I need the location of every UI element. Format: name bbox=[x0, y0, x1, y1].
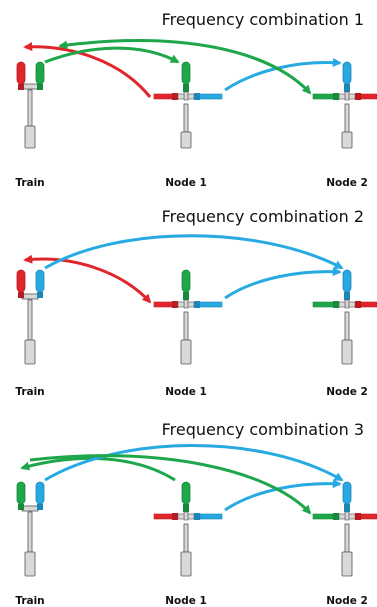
train-antenna-red bbox=[16, 61, 26, 90]
train-device bbox=[16, 481, 45, 577]
link-blue-node1-node2 bbox=[224, 57, 342, 92]
node-1-antenna-left-red bbox=[153, 513, 185, 520]
node-2-antenna-vertical-blue bbox=[342, 61, 352, 101]
node-2-antenna-left-green bbox=[312, 93, 346, 100]
label-node-1: Node 1 bbox=[165, 386, 207, 398]
label-node-1: Node 1 bbox=[165, 177, 207, 189]
link-blue-train-node2 bbox=[44, 234, 344, 270]
panel-1: Frequency combination 1 bbox=[15, 10, 377, 189]
node-1-device bbox=[153, 269, 223, 365]
node-2-antenna-left-green bbox=[312, 513, 346, 520]
node-1-antenna-right-blue bbox=[187, 301, 223, 308]
panel-title: Frequency combination 2 bbox=[162, 207, 364, 226]
label-train: Train bbox=[15, 177, 44, 189]
link-blue-train-node2 bbox=[44, 444, 344, 482]
label-node-2: Node 2 bbox=[326, 386, 368, 398]
node-2-antenna-right-red bbox=[348, 513, 377, 520]
node-1-antenna-vertical-green bbox=[181, 269, 191, 309]
train-antenna-blue bbox=[35, 481, 45, 510]
panel-title: Frequency combination 1 bbox=[162, 10, 364, 29]
node-2-device bbox=[312, 481, 377, 577]
node-2-antenna-left-green bbox=[312, 301, 346, 308]
train-antenna-red bbox=[16, 269, 26, 298]
node-1-device bbox=[153, 481, 223, 577]
node-2-device bbox=[312, 61, 377, 149]
train-antenna-blue bbox=[35, 269, 45, 298]
link-red-node1-train bbox=[23, 254, 152, 304]
panel-3: Frequency combination 3 bbox=[15, 420, 377, 607]
train-antenna-green bbox=[16, 481, 26, 510]
node-1-antenna-vertical-green bbox=[181, 481, 191, 521]
node-1-antenna-left-red bbox=[153, 93, 185, 100]
link-blue-node1-node2 bbox=[224, 267, 342, 300]
node-1-antenna-right-blue bbox=[187, 93, 223, 100]
link-green-node1-train bbox=[20, 456, 176, 482]
node-2-antenna-right-red bbox=[348, 93, 377, 100]
link-blue-node1-node2 bbox=[224, 479, 342, 512]
label-node-2: Node 2 bbox=[326, 595, 368, 607]
panel-2: Frequency combination 2 bbox=[15, 207, 377, 398]
train-antenna-green bbox=[35, 61, 45, 90]
node-1-antenna-left-red bbox=[153, 301, 185, 308]
node-2-antenna-right-red bbox=[348, 301, 377, 308]
node-2-device bbox=[312, 269, 377, 365]
node-1-antenna-right-blue bbox=[187, 513, 223, 520]
label-train: Train bbox=[15, 386, 44, 398]
train-device bbox=[16, 269, 45, 365]
link-green-node2-train bbox=[29, 454, 312, 515]
panel-title: Frequency combination 3 bbox=[162, 420, 364, 439]
label-node-1: Node 1 bbox=[165, 595, 207, 607]
label-node-2: Node 2 bbox=[326, 177, 368, 189]
node-2-antenna-vertical-blue bbox=[342, 481, 352, 521]
train-device bbox=[16, 61, 45, 149]
label-train: Train bbox=[15, 595, 44, 607]
node-1-device bbox=[153, 61, 223, 149]
link-green-node2-train bbox=[58, 39, 312, 95]
